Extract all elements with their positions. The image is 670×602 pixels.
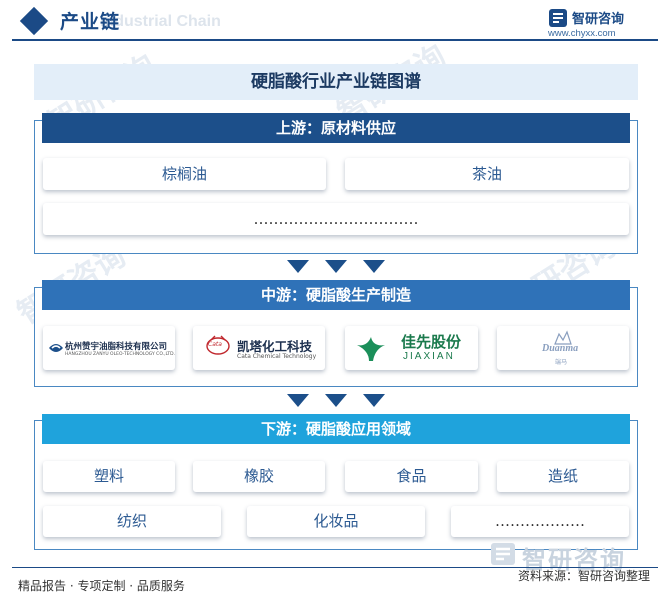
brand-logo-icon <box>549 9 567 27</box>
header-subtitle: Industrial Chain <box>100 13 221 30</box>
downstream-item-more: ……………… <box>451 506 629 537</box>
down-arrow-icon <box>363 394 385 407</box>
down-arrow-icon <box>287 260 309 273</box>
company-logo-jiaxian: 佳先股份 JIAXIAN <box>345 326 478 370</box>
flow-arrows <box>0 260 670 276</box>
brand-name: 智研咨询 <box>572 12 625 27</box>
footer-slogan: 精品报告 · 专项定制 · 品质服务 <box>18 579 185 593</box>
upstream-item: 棕榈油 <box>43 158 326 190</box>
jiaxian-name: 佳先股份 <box>401 333 462 351</box>
flow-arrows <box>0 394 670 410</box>
upstream-title: 上游：原材料供应 <box>42 113 630 143</box>
down-arrow-icon <box>363 260 385 273</box>
company-logo-duanma: Duanma 端马 <box>497 326 629 370</box>
zanyu-name: 杭州赞宇油脂科技有限公司 <box>65 342 168 352</box>
down-arrow-icon <box>325 394 347 407</box>
brand-logo-block: 智研咨询 www.chyxx.com <box>548 6 658 40</box>
company-logo-kaita: Cata 凯塔化工科技 Cata Chemical Technology <box>193 326 325 370</box>
page-header: Industrial Chain 产业链 智研咨询 www.chyxx.com <box>0 0 670 44</box>
header-title: 产业链 <box>60 11 121 33</box>
zanyu-logo-icon <box>49 344 63 352</box>
brand-url: www.chyxx.com <box>548 28 616 39</box>
midstream-title: 中游：硬脂酸生产制造 <box>42 280 630 310</box>
down-arrow-icon <box>287 394 309 407</box>
footer-brand-name: 智研咨询 <box>522 546 626 574</box>
kaita-logo-icon <box>206 335 230 355</box>
diagram-title: 硬脂酸行业产业链图谱 <box>251 72 421 92</box>
down-arrow-icon <box>325 260 347 273</box>
downstream-title: 下游：硬脂酸应用领域 <box>42 414 630 444</box>
jiaxian-en: JIAXIAN <box>403 351 455 362</box>
downstream-item: 食品 <box>345 461 478 492</box>
header-divider <box>12 39 658 41</box>
jiaxian-logo-icon <box>357 337 385 361</box>
diagram-title-banner: 硬脂酸行业产业链图谱 <box>34 64 638 100</box>
footer-divider <box>12 567 658 568</box>
diamond-icon <box>19 6 49 36</box>
downstream-item: 纺织 <box>43 506 221 537</box>
kaita-en: Cata Chemical Technology <box>237 353 317 360</box>
kaita-name: 凯塔化工科技 <box>237 339 313 354</box>
upstream-item: 茶油 <box>345 158 629 190</box>
duanma-logo-icon <box>554 330 572 345</box>
footer-source: 资料来源：智研咨询整理 <box>518 569 651 583</box>
downstream-item: 化妆品 <box>247 506 425 537</box>
duanma-name: Duanma <box>542 343 579 354</box>
brand-logo-icon <box>491 543 515 565</box>
company-logo-zanyu: 杭州赞宇油脂科技有限公司 HANGZHOU ZANYU OLEO-TECHNOL… <box>43 326 175 370</box>
downstream-item: 塑料 <box>43 461 175 492</box>
downstream-item: 橡胶 <box>193 461 325 492</box>
zanyu-en: HANGZHOU ZANYU OLEO-TECHNOLOGY CO.,LTD. <box>65 352 176 357</box>
kaita-mark: Cata <box>208 341 222 348</box>
duanma-en: 端马 <box>555 359 568 366</box>
footer-brand-watermark: 智研咨询 <box>486 540 656 574</box>
upstream-item-more: …………………………… <box>43 203 629 235</box>
downstream-item: 造纸 <box>497 461 629 492</box>
